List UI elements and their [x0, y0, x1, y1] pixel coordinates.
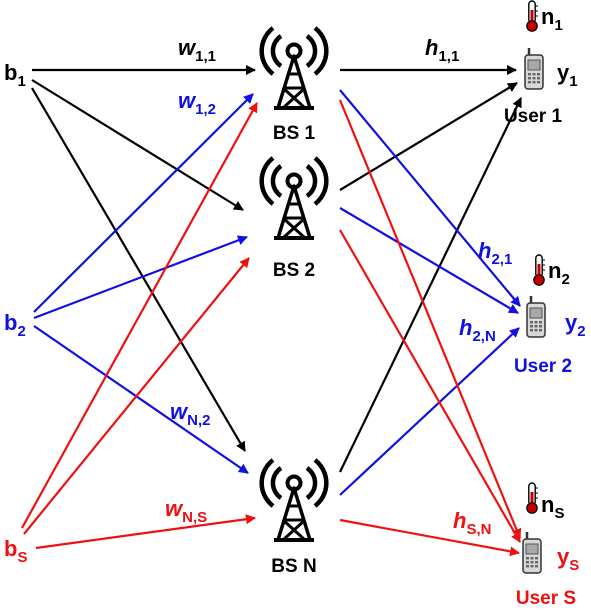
bs-label: BS 2: [273, 260, 315, 281]
link-bsn-u2: [339, 327, 520, 496]
tower-icon: [262, 158, 327, 238]
weight-w11: w1,1: [178, 35, 216, 65]
noise-ns: nS: [541, 492, 564, 522]
channel-links: [338, 65, 522, 557]
user-s: nS yS User S: [516, 482, 579, 609]
link-bs-bs2: [23, 257, 250, 535]
link-b2-bsn: [33, 325, 249, 474]
channel-h21: h2,1: [478, 238, 512, 268]
link-bs2-u1: [339, 82, 518, 191]
link-bs2-u2: [339, 207, 519, 314]
noise-n1: n1: [541, 4, 563, 34]
precoding-links: [21, 65, 258, 550]
source-b2: b2: [4, 310, 26, 340]
thermometer-icon: [533, 254, 546, 286]
source-b1: b1: [4, 60, 26, 90]
link-b2-bs2: [33, 235, 248, 320]
noise-n2: n2: [548, 258, 570, 288]
output-y1: y1: [557, 60, 578, 90]
source-bs: bS: [4, 536, 27, 566]
channel-h11: h1,1: [425, 35, 459, 65]
thermometer-icon: [526, 0, 539, 32]
base-station-1: BS 1: [262, 28, 327, 144]
bs-label: BS N: [271, 556, 316, 577]
user-label: User 1: [504, 106, 563, 127]
phone-icon: [523, 46, 545, 91]
channel-hSN: hS,N: [453, 508, 491, 538]
output-y2: y2: [565, 310, 586, 340]
tower-icon: [262, 460, 327, 540]
phone-icon: [525, 294, 547, 339]
weight-w12: w1,2: [178, 88, 216, 118]
phone-icon: [521, 530, 543, 575]
link-b1-bs2: [31, 79, 244, 211]
bs-label: BS 1: [273, 123, 316, 144]
base-station-2: BS 2: [262, 158, 327, 281]
channel-h2N: h2,N: [459, 315, 496, 345]
user-1: n1 y1 User 1: [504, 0, 578, 127]
link-bs2-us: [339, 229, 521, 543]
thermometer-icon: [526, 482, 539, 514]
link-b2-bs1: [33, 93, 254, 313]
link-bsn-u1: [339, 97, 522, 473]
link-bs-bsn: [35, 514, 256, 550]
link-bs-bs1: [21, 102, 258, 529]
link-b1-bsn: [31, 87, 246, 452]
base-station-n: BS N: [262, 460, 327, 577]
weight-wNS: wN,S: [165, 496, 207, 526]
tower-icon: [262, 28, 327, 108]
user-label: User 2: [514, 356, 572, 377]
weight-wN2: wN,2: [170, 399, 210, 429]
output-ys: yS: [557, 544, 579, 574]
link-bs1-us: [338, 99, 522, 539]
user-2: n2 y2 User 2: [514, 254, 586, 377]
link-bs1-u2: [339, 89, 521, 307]
user-label: User S: [516, 588, 576, 609]
link-bsn-us: [339, 518, 520, 557]
